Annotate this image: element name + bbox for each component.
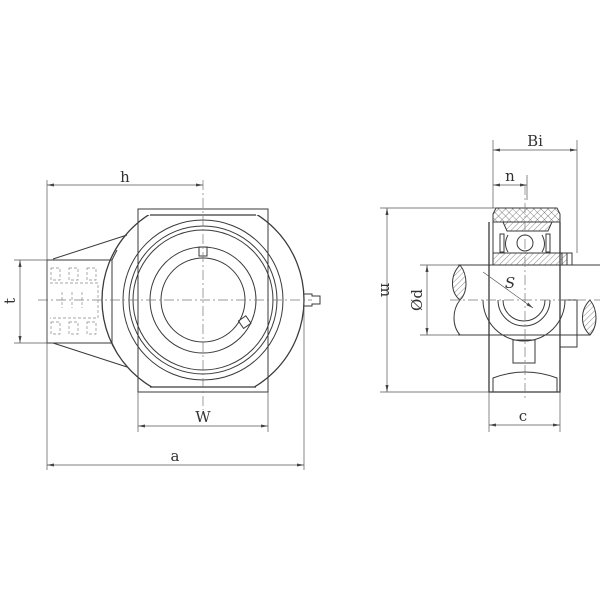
inner-ring-section — [492, 252, 568, 266]
label-m: m — [377, 283, 395, 297]
front-view: h t W a — [1, 168, 321, 470]
label-a: a — [171, 447, 180, 465]
dim-s — [482, 271, 534, 309]
side-view: S Bi n m Ød c — [377, 132, 600, 432]
label-d: Ød — [408, 289, 426, 311]
housing-side — [488, 222, 561, 393]
set-screw — [561, 252, 573, 266]
label-t: t — [1, 298, 19, 304]
grease-nipple — [304, 293, 321, 307]
label-bi: Bi — [527, 132, 543, 150]
label-n: n — [505, 167, 515, 185]
rubber-ring — [492, 207, 561, 223]
label-c: c — [519, 407, 527, 425]
housing-arc-side — [482, 299, 566, 342]
set-screw-side — [237, 315, 252, 330]
label-s: S — [505, 274, 515, 292]
slot — [512, 339, 536, 364]
label-h: h — [120, 168, 130, 186]
label-w: W — [195, 408, 211, 426]
